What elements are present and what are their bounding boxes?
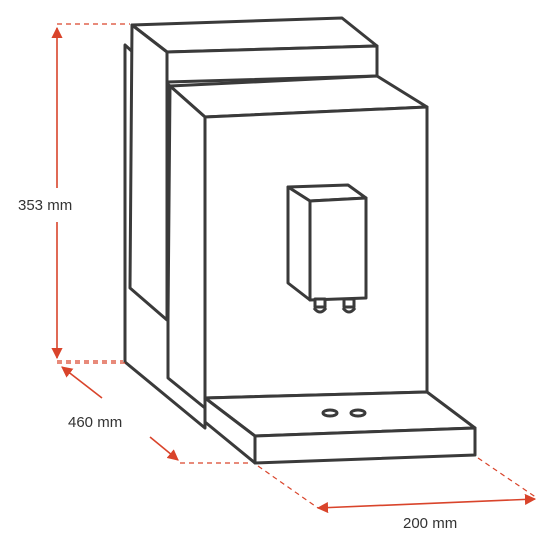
width-extension-right	[477, 457, 538, 499]
spout-side	[286, 185, 312, 302]
coffee-machine-drawing	[123, 16, 477, 465]
nozzle-left-tip	[312, 307, 328, 314]
depth-arrow-front	[149, 436, 179, 461]
height-label: 353 mm	[18, 197, 72, 214]
dimension-height: 353 mm	[18, 23, 130, 362]
spout-front	[308, 196, 368, 302]
width-extension-left	[257, 465, 319, 509]
tray-hole-left	[321, 408, 339, 418]
dimension-depth: 460 mm	[57, 362, 250, 464]
depth-arrow-back	[61, 366, 103, 399]
nozzle-left	[313, 297, 327, 309]
dimension-width: 200 mm	[257, 457, 538, 532]
nozzle-right	[342, 297, 356, 309]
hopper-lid-left	[128, 23, 169, 322]
drip-tray-side	[203, 396, 257, 465]
depth-label: 460 mm	[68, 414, 122, 431]
tray-hole-right	[349, 408, 367, 418]
width-arrow	[316, 493, 537, 514]
width-label: 200 mm	[403, 515, 457, 532]
nozzle-right-tip	[341, 307, 357, 314]
body-left-face	[166, 84, 207, 410]
